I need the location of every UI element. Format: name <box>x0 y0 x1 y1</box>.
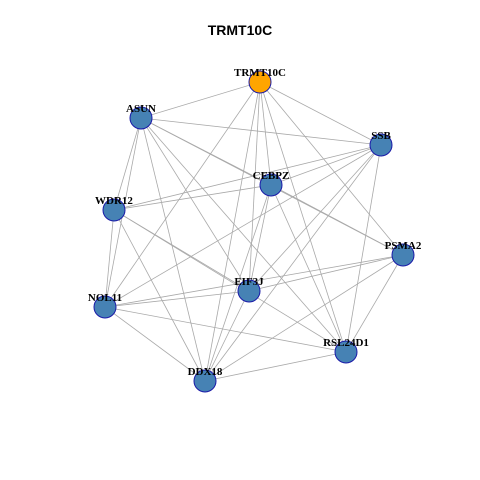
node-wdr12: WDR12 <box>95 195 133 222</box>
node-circle-cebpz <box>259 173 283 197</box>
edge-wdr12-rsl24d1 <box>113 209 347 353</box>
edge-cebpz-eif3j <box>248 184 272 292</box>
edge-ssb-eif3j <box>248 144 382 292</box>
node-rsl24d1: RSL24D1 <box>323 337 369 364</box>
node-circle-nol11 <box>93 295 117 319</box>
edge-trmt10c-cebpz <box>259 81 272 186</box>
edge-cebpz-ddx18 <box>204 184 272 382</box>
node-label-rsl24d1: RSL24D1 <box>323 337 369 349</box>
node-circle-eif3j <box>237 279 261 303</box>
node-label-cebpz: CEBPZ <box>253 170 290 182</box>
edge-trmt10c-ssb <box>259 81 382 146</box>
edge-trmt10c-asun <box>140 81 261 119</box>
node-trmt10c: TRMT10C <box>234 67 286 94</box>
edge-asun-ddx18 <box>140 117 206 382</box>
edge-asun-wdr12 <box>113 117 142 211</box>
edge-psma2-ddx18 <box>204 254 404 382</box>
edge-ssb-rsl24d1 <box>345 144 382 353</box>
edges-layer <box>104 81 404 382</box>
edge-cebpz-psma2 <box>270 184 404 256</box>
node-label-nol11: NOL11 <box>88 292 122 304</box>
node-circle-rsl24d1 <box>334 340 358 364</box>
node-eif3j: EIF3J <box>234 276 264 303</box>
diagram-title: TRMT10C <box>207 22 273 38</box>
edge-rsl24d1-ddx18 <box>204 351 347 382</box>
edge-ssb-ddx18 <box>204 144 382 382</box>
node-cebpz: CEBPZ <box>253 170 290 197</box>
node-label-wdr12: WDR12 <box>95 195 133 207</box>
edge-trmt10c-rsl24d1 <box>259 81 347 353</box>
node-ddx18: DDX18 <box>188 366 223 393</box>
edge-cebpz-wdr12 <box>113 184 272 211</box>
edge-nol11-ddx18 <box>104 306 206 382</box>
node-label-ssb: SSB <box>371 130 391 142</box>
node-circle-ddx18 <box>193 369 217 393</box>
node-circle-trmt10c <box>248 70 272 94</box>
edge-cebpz-rsl24d1 <box>270 184 347 353</box>
node-label-psma2: PSMA2 <box>385 240 422 252</box>
node-label-trmt10c: TRMT10C <box>234 67 286 79</box>
edge-trmt10c-psma2 <box>259 81 404 256</box>
node-circle-asun <box>129 106 153 130</box>
edge-psma2-rsl24d1 <box>345 254 404 353</box>
edge-trmt10c-ddx18 <box>204 81 261 382</box>
edge-ssb-wdr12 <box>113 144 382 211</box>
node-nol11: NOL11 <box>88 292 122 319</box>
edge-eif3j-ddx18 <box>204 290 250 382</box>
edge-wdr12-ddx18 <box>113 209 206 382</box>
edge-trmt10c-eif3j <box>248 81 261 292</box>
node-label-ddx18: DDX18 <box>188 366 223 378</box>
edge-trmt10c-nol11 <box>104 81 261 308</box>
node-ssb: SSB <box>369 130 393 157</box>
node-circle-ssb <box>369 133 393 157</box>
edge-eif3j-nol11 <box>104 290 250 308</box>
edge-wdr12-nol11 <box>104 209 115 308</box>
node-label-asun: ASUN <box>126 103 156 115</box>
edge-nol11-rsl24d1 <box>104 306 347 353</box>
node-psma2: PSMA2 <box>385 240 422 267</box>
edge-asun-rsl24d1 <box>140 117 347 353</box>
edge-psma2-eif3j <box>248 254 404 292</box>
edge-asun-ssb <box>140 117 382 146</box>
node-asun: ASUN <box>126 103 156 130</box>
node-circle-psma2 <box>391 243 415 267</box>
node-circle-wdr12 <box>102 198 126 222</box>
edge-asun-eif3j <box>140 117 250 292</box>
node-label-eif3j: EIF3J <box>234 276 264 288</box>
edge-ssb-cebpz <box>270 144 382 186</box>
